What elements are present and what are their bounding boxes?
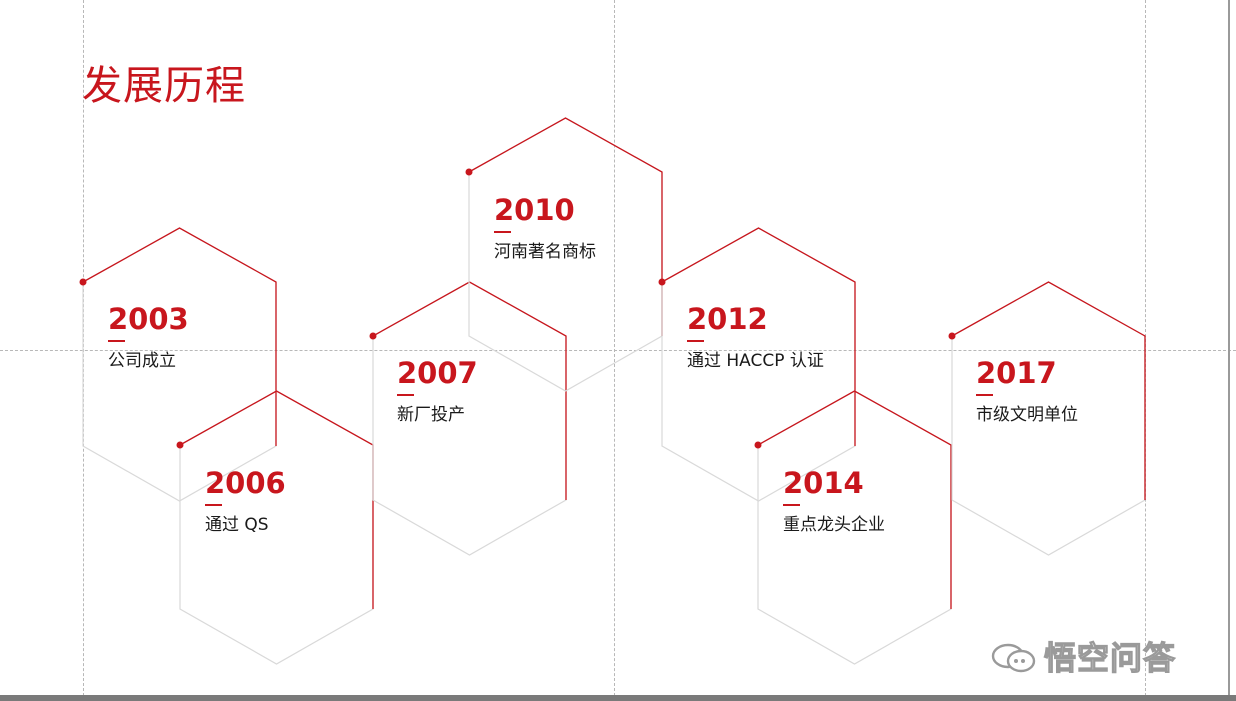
year-underline (687, 340, 704, 342)
hexagon-accent-line (179, 390, 374, 609)
year-underline (108, 340, 125, 342)
milestone-year: 2014 (783, 466, 864, 500)
hexagon-accent-line (757, 390, 952, 609)
milestone-year: 2012 (687, 302, 768, 336)
guide-line-horizontal (0, 350, 1236, 351)
milestone-text: 重点龙头企业 (783, 515, 885, 535)
milestone-text: 河南著名商标 (494, 242, 596, 262)
hexagon-dot (176, 441, 184, 449)
milestone-text: 公司成立 (108, 351, 176, 371)
milestone-year: 2017 (976, 356, 1057, 390)
hexagon-dot (79, 278, 87, 286)
hexagon-accent-line (372, 281, 567, 500)
window-edge (1228, 0, 1230, 695)
hexagon-dot (369, 332, 377, 340)
hexagon-accent-line (82, 227, 277, 446)
milestone-text: 市级文明单位 (976, 405, 1078, 425)
milestone-year: 2007 (397, 356, 478, 390)
hexagon-dot (658, 278, 666, 286)
year-underline (494, 231, 511, 233)
hexagon-accent-line (468, 117, 663, 336)
milestone-text: 新厂投产 (397, 405, 465, 425)
chat-bubbles-icon (991, 643, 1036, 673)
year-underline (397, 394, 414, 396)
milestone-2017: 2017 市级文明单位 (976, 356, 1078, 426)
hexagon-dot (465, 168, 473, 176)
watermark: 悟空问答 (990, 634, 1222, 682)
year-underline (205, 504, 222, 506)
milestone-2003: 2003 公司成立 (108, 302, 189, 372)
milestone-text: 通过 HACCP 认证 (687, 351, 824, 371)
bottom-bar (0, 695, 1236, 701)
hexagon-accent-line (951, 281, 1146, 500)
hexagon-dot (754, 441, 762, 449)
milestone-2010: 2010 河南著名商标 (494, 193, 596, 263)
watermark-text: 悟空问答 (1043, 638, 1177, 677)
milestone-year: 2003 (108, 302, 189, 336)
milestone-text: 通过 QS (205, 515, 269, 535)
milestone-2007: 2007 新厂投产 (397, 356, 478, 426)
milestone-2014: 2014 重点龙头企业 (783, 466, 885, 536)
milestone-2012: 2012 通过 HACCP 认证 (687, 302, 824, 372)
year-underline (976, 394, 993, 396)
milestone-year: 2006 (205, 466, 286, 500)
year-underline (783, 504, 800, 506)
hexagon-dot (948, 332, 956, 340)
hexagon-accent-line (661, 227, 856, 446)
page-title: 发展历程 (82, 63, 246, 109)
milestone-year: 2010 (494, 193, 575, 227)
milestone-2006: 2006 通过 QS (205, 466, 286, 536)
